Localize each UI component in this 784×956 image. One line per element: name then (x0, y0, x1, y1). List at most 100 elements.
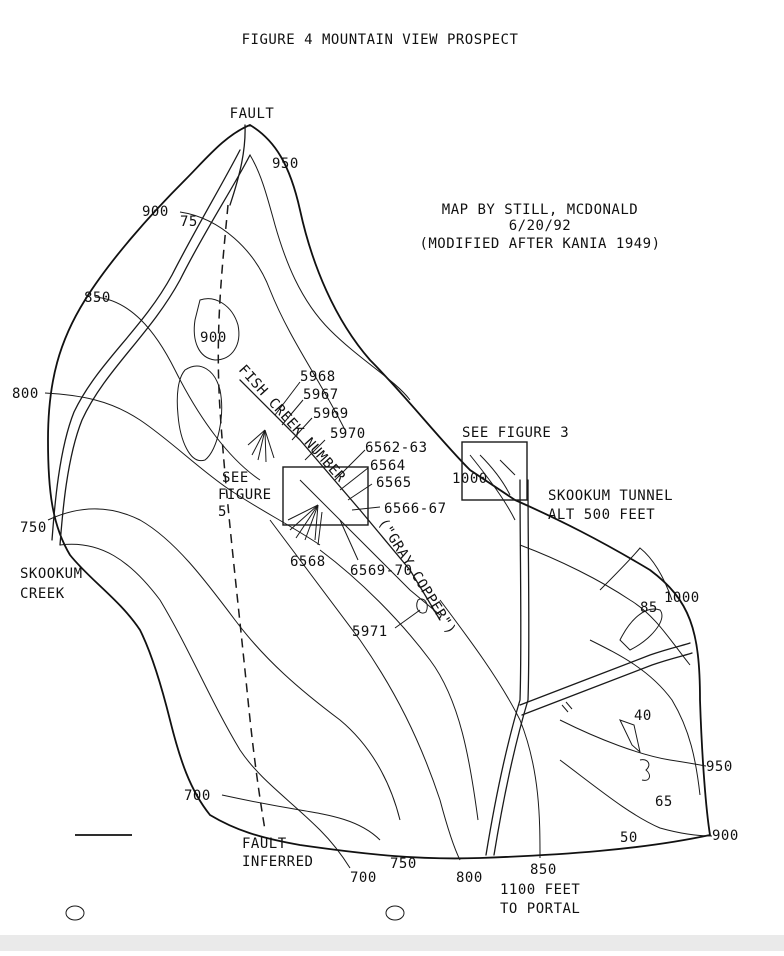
contour-85-loop (619, 608, 663, 651)
sample-label: 6568 (290, 554, 326, 570)
symbol-near-40 (639, 759, 650, 781)
punch-hole-left (65, 905, 85, 921)
leader-5969 (291, 417, 313, 441)
dip-symbol-40 (619, 719, 641, 754)
dip-label-75: 75 (180, 214, 198, 230)
sample-label: 6566-67 (384, 501, 447, 517)
sample-fan-north (247, 429, 275, 463)
leader-6569 (339, 519, 359, 561)
contour-label-1000-right: 1000 (664, 590, 700, 606)
sample-label: 5971 (352, 624, 388, 640)
see-figure-5-label-1: SEE (222, 470, 249, 486)
contour-750-left (47, 508, 401, 821)
dip-label-50: 50 (620, 830, 638, 846)
map-boundary (47, 123, 712, 860)
map-credit-line2: 6/20/92 (509, 218, 572, 234)
tunnel-label-2: ALT 500 FEET (548, 507, 655, 523)
portal-label-2: TO PORTAL (500, 901, 580, 917)
leader-5970 (304, 439, 326, 461)
contour-label-900-knob: 900 (200, 330, 227, 346)
contour-850-b (439, 599, 541, 859)
contour-850-left (94, 296, 261, 481)
contour-label-750-left: 750 (20, 520, 47, 536)
creek-line-a (59, 154, 251, 546)
contour-label-1000-box: 1000 (452, 471, 488, 487)
sample-label: 5970 (330, 426, 366, 442)
dip-label-40: 40 (634, 708, 652, 724)
contour-label-850-left: 850 (84, 290, 111, 306)
sample-label: 5967 (303, 387, 339, 403)
contour-950-right (559, 719, 707, 767)
sample-label: 6562-63 (365, 440, 428, 456)
contour-label-700-bottom2: 700 (350, 870, 377, 886)
figure-3-detail (479, 454, 516, 496)
leader-6562 (334, 449, 366, 481)
contour-east-1 (519, 544, 691, 666)
sample-label: 6569-70 (350, 563, 413, 579)
see-figure-5-label-3: 5 (218, 504, 227, 520)
fault-inferred-label-1: FAULT (242, 836, 287, 852)
contour-900-knob (193, 298, 240, 361)
sample-fan-south (287, 504, 319, 541)
creek-label-2: CREEK (20, 586, 65, 602)
scan-edge (0, 935, 784, 951)
fish-creek-vein (239, 379, 441, 621)
contour-label-950-right: 950 (706, 759, 733, 775)
contour-900-right (559, 759, 713, 837)
contour-figure3-area (469, 454, 516, 521)
contour-800-b (319, 549, 479, 821)
contour-label-900-top: 900 (142, 204, 169, 220)
creek-line-b (51, 149, 241, 541)
map-credit-line3: (MODIFIED AFTER KANIA 1949) (419, 236, 660, 252)
leader-6568 (317, 511, 323, 546)
contour-label-700-bottom: 700 (184, 788, 211, 804)
contour-label-900-right: 900 (712, 828, 739, 844)
map-credit-line1: MAP BY STILL, MCDONALD (442, 202, 638, 218)
punch-hole-center (385, 905, 405, 921)
sample-label: 6565 (376, 475, 412, 491)
sample-label: 6564 (370, 458, 406, 474)
contour-label-750-bottom: 750 (390, 856, 417, 872)
see-figure-3-label: SEE FIGURE 3 (462, 425, 569, 441)
leader-5967 (281, 399, 304, 426)
road-line-a (519, 642, 691, 706)
contour-label-950-top: 950 (272, 156, 299, 172)
contour-label-800-left: 800 (12, 386, 39, 402)
contour-950-top (249, 154, 411, 401)
gray-copper-vein (299, 479, 441, 616)
creek-label-1: SKOOKUM (20, 566, 83, 582)
see-figure-5-label-2: FIGURE (218, 487, 272, 503)
portal-label-1: 1100 FEET (500, 882, 580, 898)
contour-loop-mid (176, 365, 223, 462)
fault-inferred-label-2: INFERRED (242, 854, 313, 870)
figure-5-inset-box (282, 466, 369, 526)
fault-label: FAULT (230, 106, 275, 122)
figure-3-inset-box (461, 441, 528, 501)
contour-700-b (221, 794, 381, 841)
leader-6564 (339, 467, 369, 491)
contour-700-a (59, 543, 351, 869)
dip-label-65: 65 (655, 794, 673, 810)
sample-label: 5968 (300, 369, 336, 385)
dip-label-85: 85 (640, 600, 658, 616)
leader-6566 (351, 506, 381, 511)
leader-5968 (274, 381, 301, 416)
tunnel-label-1: SKOOKUM TUNNEL (548, 488, 673, 504)
contour-800-left (44, 392, 321, 546)
contour-label-850-bottom: 850 (530, 862, 557, 878)
figure-title: FIGURE 4 MOUNTAIN VIEW PROSPECT (242, 32, 519, 48)
fault-line (229, 124, 246, 206)
contour-1000-right (599, 547, 673, 601)
leader-5971 (394, 609, 421, 629)
sample-label: 5969 (313, 406, 349, 422)
road-line-b (521, 652, 693, 716)
contour-900-top (179, 211, 346, 431)
symbol-near-tunnel (561, 701, 573, 713)
tunnel-line-a (485, 479, 522, 856)
contour-label-800-bottom: 800 (456, 870, 483, 886)
sample-5971-symbol (416, 598, 428, 614)
contour-750-b (269, 519, 461, 861)
tunnel-line-b (493, 479, 530, 856)
